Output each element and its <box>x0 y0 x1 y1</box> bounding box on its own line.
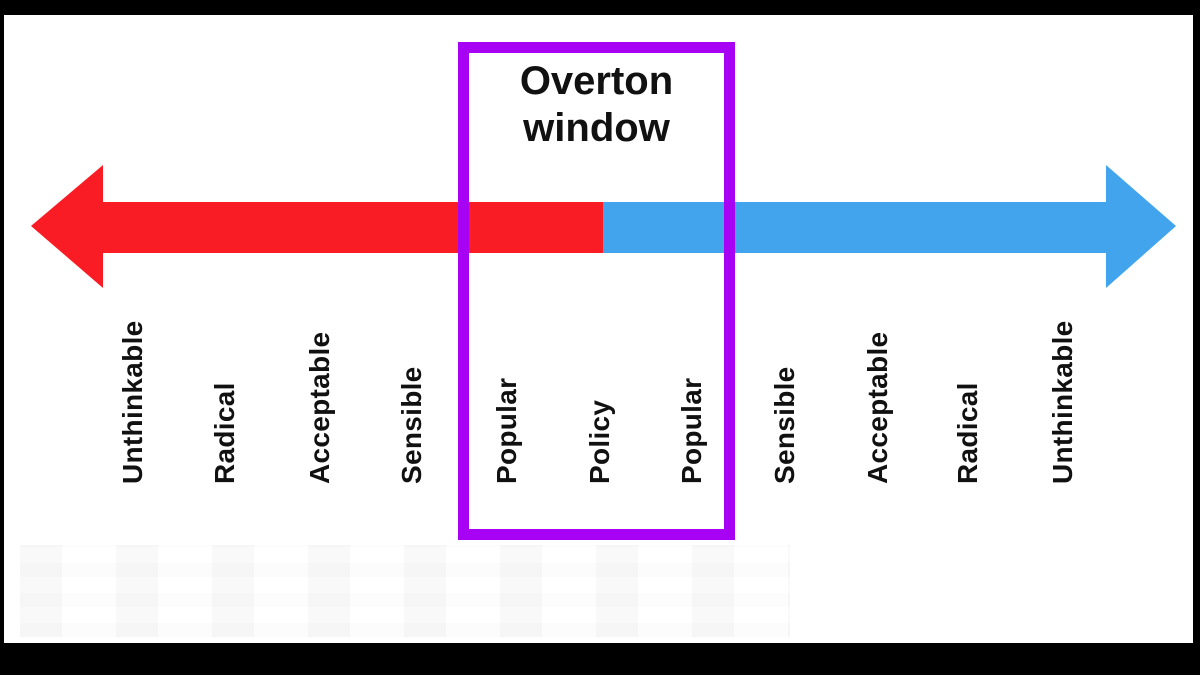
right-arrowhead-icon <box>1106 165 1176 288</box>
label-radical-right: Radical <box>952 382 983 484</box>
overton-window-title: Overton window <box>519 59 674 151</box>
label-acceptable-left: Acceptable <box>304 331 335 484</box>
label-unthinkable-left: Unthinkable <box>117 320 148 484</box>
right-arrow-shaft <box>603 202 1106 253</box>
label-radical-left: Radical <box>209 382 240 484</box>
label-unthinkable-right: Unthinkable <box>1047 320 1078 484</box>
left-arrow-shaft <box>103 202 603 253</box>
faint-watermark-artifacts <box>20 545 790 637</box>
label-sensible-left: Sensible <box>396 366 427 484</box>
label-acceptable-right: Acceptable <box>862 331 893 484</box>
label-sensible-right: Sensible <box>769 366 800 484</box>
overton-window-box <box>458 42 735 540</box>
left-arrowhead-icon <box>31 165 103 288</box>
